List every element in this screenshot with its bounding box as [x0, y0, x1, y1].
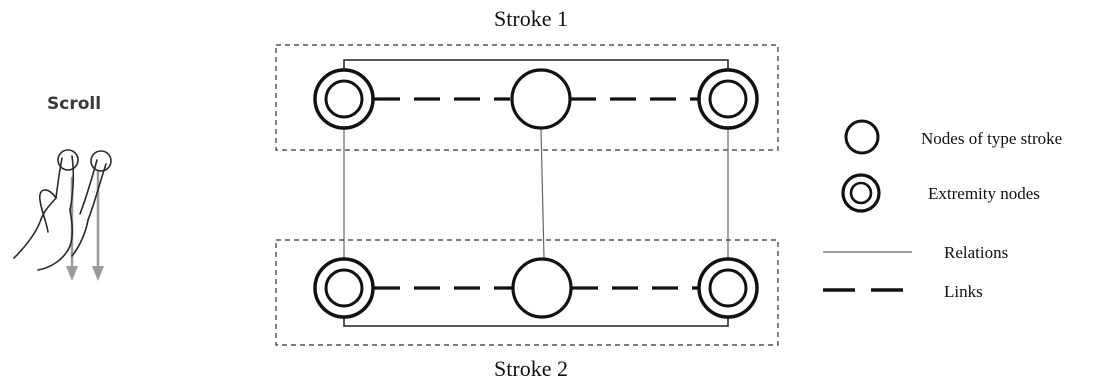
extremity-node — [697, 257, 759, 319]
stroke-2-group-box — [275, 239, 779, 346]
stroke-1-title: Stroke 1 — [494, 6, 568, 31]
two-finger-scroll-down-icon — [13, 149, 112, 281]
legend: Nodes of type stroke Extremity nodes Rel… — [823, 119, 1062, 301]
legend-relations-label: Relations — [944, 243, 1008, 262]
extremity-node — [697, 68, 759, 130]
legend-links-label: Links — [944, 282, 983, 301]
stroke-node — [510, 68, 572, 130]
legend-stroke-node-label: Nodes of type stroke — [921, 129, 1062, 148]
extremity-node — [313, 257, 375, 319]
gesture-label: Scroll — [47, 94, 101, 114]
legend-extremity-node-label: Extremity nodes — [928, 184, 1040, 203]
stroke-1-group-box — [275, 44, 779, 151]
stroke-1-bracket — [343, 59, 729, 76]
legend-stroke-node-icon — [844, 119, 880, 155]
extremity-node — [313, 68, 375, 130]
stroke-2-title: Stroke 2 — [494, 356, 568, 381]
legend-extremity-node-icon — [841, 173, 881, 213]
relation-line — [540, 127, 545, 259]
stroke-node — [511, 257, 573, 319]
